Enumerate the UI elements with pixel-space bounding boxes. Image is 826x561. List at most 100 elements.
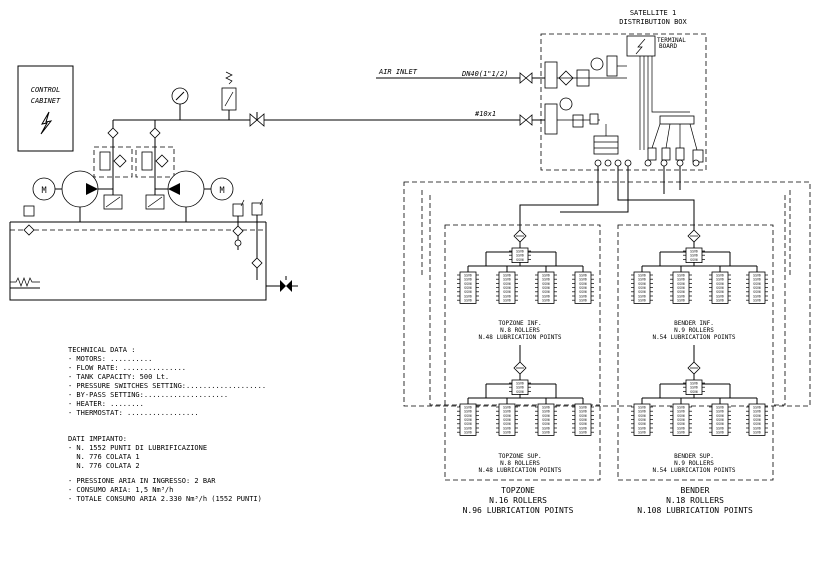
control-cabinet-label-2: CABINET (31, 97, 61, 105)
divider-label: SSV6 (579, 294, 587, 298)
outlet-valve-icon (614, 159, 622, 167)
divider-label: SSV6 (677, 294, 685, 298)
divider-label: SSV6 (579, 418, 587, 422)
divider-label: SSV6 (753, 422, 761, 426)
control-cabinet: CONTROL CABINET (17, 65, 74, 152)
divider-label: SSV6 (579, 414, 587, 418)
divider-label: SSV6 (542, 278, 550, 282)
divider-label: SSV6 (753, 410, 761, 414)
dati-impianto-line: N. 776 COLATA 2 (68, 462, 140, 470)
divider-label: SSV6 (677, 431, 685, 435)
divider-label: SSV6 (716, 414, 724, 418)
divider-label: SSV6 (677, 286, 685, 290)
divider-label: SSV6 (464, 278, 472, 282)
divider-label: SSV6 (516, 390, 524, 394)
divider-label: SSV6 (516, 381, 524, 385)
divider-label: SSV6 (542, 299, 550, 303)
divider-label: SSV6 (516, 249, 524, 253)
divider-label: SSV6 (516, 254, 524, 258)
divider-label: SSV6 (579, 273, 587, 277)
divider-label: SSV6 (677, 290, 685, 294)
outlet-valve-icon (604, 159, 612, 167)
divider-label: SSV6 (753, 273, 761, 277)
topzone-inf-name: TOPZONE INF. (498, 320, 541, 327)
divider-label: SSV6 (464, 405, 472, 409)
dati-impianto-title: DATI IMPIANTO: (68, 435, 127, 443)
divider-label: SSV6 (516, 258, 524, 262)
divider-label: SSV6 (542, 422, 550, 426)
divider-label: SSV6 (579, 278, 587, 282)
divider-label: SSV6 (716, 431, 724, 435)
hydraulic-power-unit: M M (9, 71, 526, 301)
divider-label: SSV6 (690, 258, 698, 262)
divider-label: SSV6 (542, 431, 550, 435)
oil-inlet-valve-icon (519, 114, 533, 126)
divider-label: SSV6 (638, 299, 646, 303)
terminal-label-1: TERMINAL (657, 37, 686, 44)
divider-label: SSV6 (503, 290, 511, 294)
dati-impianto-notes: DATI IMPIANTO: - N. 1552 PUNTI DI LUBRIF… (68, 435, 262, 503)
divider-label: SSV6 (638, 418, 646, 422)
divider-label: SSV6 (753, 431, 761, 435)
divider-label: SSV6 (716, 278, 724, 282)
bender-inf-rollers: N.9 ROLLERS (674, 327, 714, 334)
divider-label: SSV6 (516, 386, 524, 390)
divider-label: SSV6 (690, 381, 698, 385)
divider-label: SSV6 (464, 422, 472, 426)
topzone-total-name: TOPZONE (501, 486, 535, 495)
divider-label: SSV6 (677, 405, 685, 409)
divider-label: SSV6 (542, 405, 550, 409)
divider-label: SSV6 (638, 282, 646, 286)
divider-label: SSV6 (690, 249, 698, 253)
topzone-total-points: N.96 LUBRICATION POINTS (463, 506, 574, 515)
divider-label: SSV6 (579, 410, 587, 414)
bender-inf-name: BENDER INF. (674, 320, 714, 327)
topzone-sup-points: N.48 LUBRICATION POINTS (478, 467, 561, 474)
divider-label: SSV6 (690, 254, 698, 258)
technical-data-line: - HEATER: ........ (68, 400, 144, 408)
divider-label: SSV6 (638, 422, 646, 426)
divider-label: SSV6 (579, 282, 587, 286)
divider-label: SSV6 (638, 286, 646, 290)
bender-total-rollers: N.18 ROLLERS (666, 496, 724, 505)
divider-label: SSV6 (753, 286, 761, 290)
divider-label: SSV6 (542, 426, 550, 430)
divider-label: SSV6 (579, 290, 587, 294)
terminal-board (626, 35, 656, 57)
divider-label: SSV6 (542, 418, 550, 422)
divider-label: SSV6 (638, 278, 646, 282)
divider-label: SSV6 (542, 414, 550, 418)
divider-label: SSV6 (503, 294, 511, 298)
divider-label: SSV6 (503, 426, 511, 430)
divider-label: SSV6 (464, 414, 472, 418)
feed-pipe (519, 166, 599, 222)
motor-right-label: M (219, 186, 224, 196)
air-inlet-valve-icon (519, 72, 533, 84)
feed-pipe (560, 166, 629, 213)
topzone-total-rollers: N.16 ROLLERS (489, 496, 547, 505)
divider-label: SSV6 (464, 431, 472, 435)
divider-label: SSV6 (753, 405, 761, 409)
electric-bolt-icon (40, 111, 53, 135)
divider-label: SSV6 (677, 426, 685, 430)
divider-label: SSV6 (753, 426, 761, 430)
outlet-valve-icon (676, 159, 684, 167)
outlet-valve-icon (692, 159, 700, 167)
technical-data-line: - TANK CAPACITY: 500 Lt. (68, 373, 169, 381)
technical-data-line: - BY-PASS SETTING:.................... (68, 391, 228, 399)
bender-sup-points: N.54 LUBRICATION POINTS (652, 467, 735, 474)
divider-label: SSV6 (503, 431, 511, 435)
divider-label: SSV6 (542, 410, 550, 414)
divider-label: SSV6 (716, 418, 724, 422)
air-inlet-pipe-size: DN40(1"1/2) (461, 70, 508, 78)
topzone-sup-name: TOPZONE SUP. (498, 453, 541, 460)
divider-label: SSV6 (638, 414, 646, 418)
control-cabinet-label-1: CONTROL (31, 86, 61, 94)
divider-label: SSV6 (677, 414, 685, 418)
divider-label: SSV6 (716, 294, 724, 298)
technical-data-line: - PRESSURE SWITCHES SETTING:............… (68, 382, 266, 390)
technical-data-line: - MOTORS: .......... (68, 355, 152, 363)
divider-label: SSV6 (503, 278, 511, 282)
divider-label: SSV6 (753, 418, 761, 422)
terminal-label-2: BOARD (659, 43, 677, 50)
